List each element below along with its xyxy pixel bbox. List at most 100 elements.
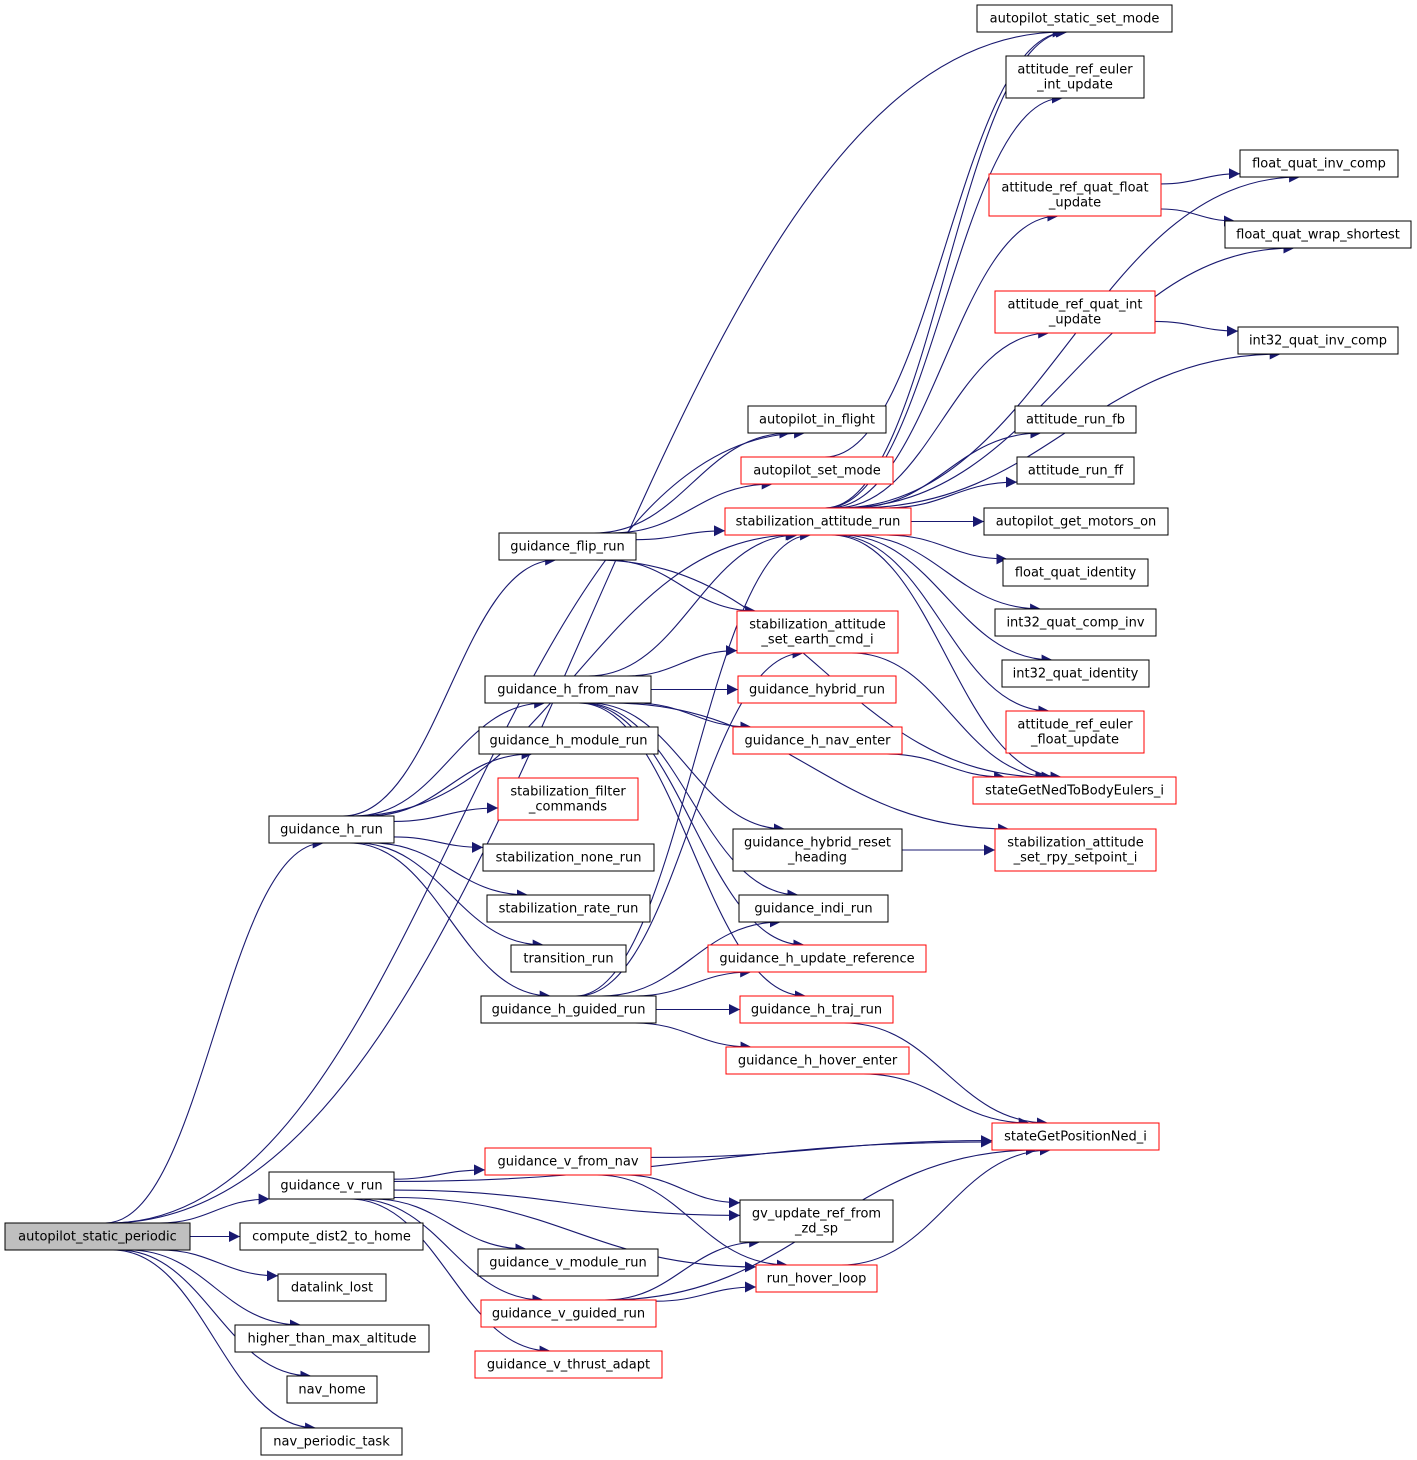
node-box[interactable] <box>994 290 1156 334</box>
node-gv_update_ref_from_zd_sp[interactable]: gv_update_ref_from_zd_sp <box>739 1199 894 1243</box>
node-box[interactable] <box>994 828 1157 872</box>
node-compute_dist2_to_home[interactable]: compute_dist2_to_home <box>239 1222 424 1251</box>
node-box[interactable] <box>747 405 887 434</box>
node-float_quat_identity[interactable]: float_quat_identity <box>1002 558 1149 587</box>
node-box[interactable] <box>1002 558 1149 587</box>
node-stateGetNedToBodyEulers_i[interactable]: stateGetNedToBodyEulers_i <box>972 776 1177 805</box>
node-stabilization_filter_commands[interactable]: stabilization_filter_commands <box>497 777 639 821</box>
node-autopilot_set_mode[interactable]: autopilot_set_mode <box>740 456 894 485</box>
node-stabilization_rate_run[interactable]: stabilization_rate_run <box>486 894 651 923</box>
node-box[interactable] <box>724 507 912 536</box>
node-datalink_lost[interactable]: datalink_lost <box>277 1273 387 1302</box>
node-autopilot_static_set_mode[interactable]: autopilot_static_set_mode <box>976 4 1173 33</box>
node-box[interactable] <box>1014 405 1137 434</box>
node-guidance_hybrid_reset_heading[interactable]: guidance_hybrid_reset_heading <box>732 828 903 872</box>
node-box[interactable] <box>994 608 1157 637</box>
node-box[interactable] <box>983 507 1169 536</box>
node-box[interactable] <box>510 944 627 973</box>
node-attitude_ref_euler_float_update[interactable]: attitude_ref_euler_float_update <box>1005 710 1145 754</box>
node-nav_home[interactable]: nav_home <box>286 1375 378 1404</box>
node-box[interactable] <box>732 828 903 872</box>
node-box[interactable] <box>738 894 889 923</box>
node-box[interactable] <box>480 1299 657 1328</box>
node-autopilot_in_flight[interactable]: autopilot_in_flight <box>747 405 887 434</box>
node-box[interactable] <box>1005 710 1145 754</box>
node-attitude_run_ff[interactable]: attitude_run_ff <box>1016 456 1135 485</box>
node-stabilization_attitude_run[interactable]: stabilization_attitude_run <box>724 507 912 536</box>
node-guidance_h_traj_run[interactable]: guidance_h_traj_run <box>739 995 894 1024</box>
node-box[interactable] <box>739 995 894 1024</box>
node-box[interactable] <box>268 815 395 844</box>
node-attitude_ref_quat_float_update[interactable]: attitude_ref_quat_float_update <box>988 173 1162 217</box>
node-guidance_v_thrust_adapt[interactable]: guidance_v_thrust_adapt <box>474 1350 663 1379</box>
node-root[interactable]: autopilot_static_periodic <box>4 1222 191 1251</box>
node-box[interactable] <box>1005 55 1145 99</box>
node-box[interactable] <box>976 4 1173 33</box>
node-box[interactable] <box>482 843 655 872</box>
node-box[interactable] <box>1001 659 1150 688</box>
node-nav_periodic_task[interactable]: nav_periodic_task <box>260 1427 403 1456</box>
node-guidance_v_from_nav[interactable]: guidance_v_from_nav <box>484 1147 652 1176</box>
node-box[interactable] <box>498 532 637 561</box>
node-guidance_h_update_reference[interactable]: guidance_h_update_reference <box>707 944 927 973</box>
node-attitude_run_fb[interactable]: attitude_run_fb <box>1014 405 1137 434</box>
node-box[interactable] <box>972 776 1177 805</box>
node-box[interactable] <box>725 1046 910 1075</box>
node-guidance_v_module_run[interactable]: guidance_v_module_run <box>477 1248 659 1277</box>
node-box[interactable] <box>260 1427 403 1456</box>
node-guidance_h_nav_enter[interactable]: guidance_h_nav_enter <box>732 726 903 755</box>
node-guidance_h_module_run[interactable]: guidance_h_module_run <box>478 726 659 755</box>
node-box[interactable] <box>740 456 894 485</box>
node-box[interactable] <box>736 610 899 654</box>
node-box[interactable] <box>234 1324 430 1353</box>
node-autopilot_get_motors_on[interactable]: autopilot_get_motors_on <box>983 507 1169 536</box>
node-box[interactable] <box>239 1222 424 1251</box>
node-guidance_indi_run[interactable]: guidance_indi_run <box>738 894 889 923</box>
node-box[interactable] <box>477 1248 659 1277</box>
node-attitude_ref_euler_int_update[interactable]: attitude_ref_euler_int_update <box>1005 55 1145 99</box>
node-box[interactable] <box>268 1171 395 1200</box>
node-box[interactable] <box>1016 456 1135 485</box>
node-run_hover_loop[interactable]: run_hover_loop <box>755 1264 878 1293</box>
node-box[interactable] <box>739 1199 894 1243</box>
node-guidance_h_run[interactable]: guidance_h_run <box>268 815 395 844</box>
node-box[interactable] <box>1237 326 1399 355</box>
node-box[interactable] <box>277 1273 387 1302</box>
node-box[interactable] <box>486 894 651 923</box>
node-box[interactable] <box>4 1222 191 1251</box>
node-float_quat_inv_comp[interactable]: float_quat_inv_comp <box>1239 149 1399 178</box>
node-stateGetPositionNed_i[interactable]: stateGetPositionNed_i <box>991 1122 1160 1151</box>
node-box[interactable] <box>497 777 639 821</box>
node-box[interactable] <box>988 173 1162 217</box>
node-box[interactable] <box>286 1375 378 1404</box>
node-guidance_v_run[interactable]: guidance_v_run <box>268 1171 395 1200</box>
node-box[interactable] <box>480 995 657 1024</box>
node-box[interactable] <box>737 675 897 704</box>
node-int32_quat_inv_comp[interactable]: int32_quat_inv_comp <box>1237 326 1399 355</box>
node-higher_than_max_altitude[interactable]: higher_than_max_altitude <box>234 1324 430 1353</box>
node-stabilization_none_run[interactable]: stabilization_none_run <box>482 843 655 872</box>
node-box[interactable] <box>484 675 652 704</box>
node-guidance_h_hover_enter[interactable]: guidance_h_hover_enter <box>725 1046 910 1075</box>
node-box[interactable] <box>732 726 903 755</box>
node-box[interactable] <box>1239 149 1399 178</box>
node-guidance_hybrid_run[interactable]: guidance_hybrid_run <box>737 675 897 704</box>
node-stabilization_attitude_set_rpy_setpoint_i[interactable]: stabilization_attitude_set_rpy_setpoint_… <box>994 828 1157 872</box>
node-box[interactable] <box>755 1264 878 1293</box>
node-stabilization_attitude_set_earth_cmd_i[interactable]: stabilization_attitude_set_earth_cmd_i <box>736 610 899 654</box>
node-transition_run[interactable]: transition_run <box>510 944 627 973</box>
node-box[interactable] <box>991 1122 1160 1151</box>
node-guidance_flip_run[interactable]: guidance_flip_run <box>498 532 637 561</box>
node-box[interactable] <box>707 944 927 973</box>
node-float_quat_wrap_shortest[interactable]: float_quat_wrap_shortest <box>1224 220 1412 249</box>
node-attitude_ref_quat_int_update[interactable]: attitude_ref_quat_int_update <box>994 290 1156 334</box>
node-box[interactable] <box>474 1350 663 1379</box>
node-guidance_h_guided_run[interactable]: guidance_h_guided_run <box>480 995 657 1024</box>
node-box[interactable] <box>478 726 659 755</box>
node-guidance_h_from_nav[interactable]: guidance_h_from_nav <box>484 675 652 704</box>
node-int32_quat_identity[interactable]: int32_quat_identity <box>1001 659 1150 688</box>
node-int32_quat_comp_inv[interactable]: int32_quat_comp_inv <box>994 608 1157 637</box>
node-box[interactable] <box>1224 220 1412 249</box>
node-box[interactable] <box>484 1147 652 1176</box>
node-guidance_v_guided_run[interactable]: guidance_v_guided_run <box>480 1299 657 1328</box>
